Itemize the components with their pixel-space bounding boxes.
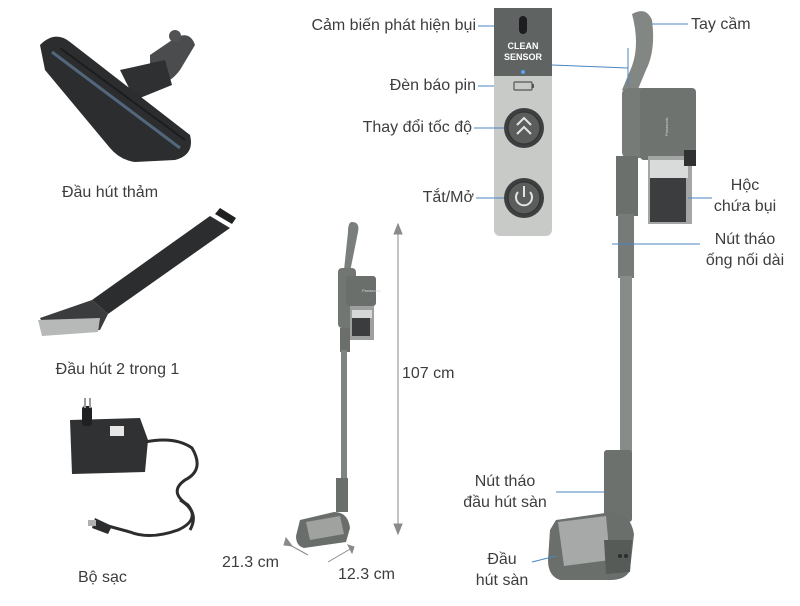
speed-change-label: Thay đổi tốc độ: [362, 119, 472, 136]
dimension-lines: [283, 222, 403, 563]
battery-light-label: Đèn báo pin: [389, 77, 476, 94]
width-dimension: 12.3 cm: [338, 566, 395, 583]
floor-head-label-2: hút sàn: [475, 572, 529, 589]
pipe-release-label-2: ống nối dài: [705, 252, 785, 269]
charger-label: Bộ sạc: [78, 569, 127, 586]
carpet-head-label: Đầu hút thảm: [61, 184, 159, 201]
vacuum-small-image: Panasonic: [296, 222, 381, 548]
svg-text:Panasonic: Panasonic: [664, 117, 669, 136]
svg-text:Panasonic: Panasonic: [362, 288, 381, 293]
dust-sensor-label: Cảm biến phát hiện bụi: [311, 17, 476, 34]
pipe-release-label-1: Nút tháo: [714, 231, 776, 248]
vacuum-large-image: Panasonic: [548, 11, 696, 580]
crevice-tool-image: [38, 208, 236, 336]
handle-label: Tay cầm: [691, 16, 751, 33]
height-dimension: 107 cm: [402, 365, 455, 382]
power-label: Tắt/Mở: [422, 189, 474, 206]
control-panel-image: CLEAN SENSOR: [494, 8, 552, 236]
dust-box-label-2: chứa bụi: [713, 198, 777, 215]
svg-text:CLEAN: CLEAN: [508, 41, 539, 51]
leader-lines: [474, 23, 712, 563]
depth-dimension: 21.3 cm: [222, 554, 279, 571]
svg-text:SENSOR: SENSOR: [504, 52, 543, 62]
floor-head-label-1: Đầu: [487, 551, 517, 568]
head-release-label-2: đầu hút sàn: [463, 494, 547, 511]
head-release-label-1: Nút tháo: [474, 473, 536, 490]
charger-image: [70, 398, 199, 537]
dust-box-label-1: Hộc: [730, 177, 760, 194]
carpet-head-image: [40, 30, 195, 162]
crevice-tool-label: Đầu hút 2 trong 1: [55, 361, 180, 378]
